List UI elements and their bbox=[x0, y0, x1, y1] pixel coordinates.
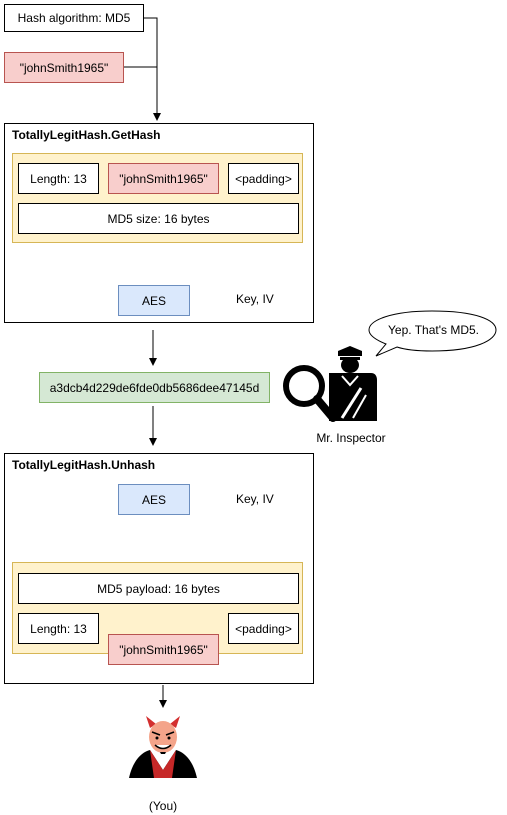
hash-algorithm-box: Hash algorithm: MD5 bbox=[4, 4, 144, 32]
inspector-label: Mr. Inspector bbox=[316, 431, 386, 445]
unhash-md5-payload-box: MD5 payload: 16 bytes bbox=[18, 573, 299, 604]
gethash-md5-size-box: MD5 size: 16 bytes bbox=[18, 203, 299, 234]
speech-bubble bbox=[368, 310, 497, 357]
connector-hash-algorithm bbox=[144, 17, 158, 67]
you-label: (You) bbox=[148, 799, 178, 813]
gethash-string-box: "johnSmith1965" bbox=[108, 163, 219, 194]
unhash-title: TotallyLegitHash.Unhash bbox=[12, 458, 156, 472]
unhash-padding-box: <padding> bbox=[228, 613, 299, 644]
unhash-string-box: "johnSmith1965" bbox=[108, 634, 219, 665]
hash-output-box: a3dcb4d229de6fde0db5686dee47145d bbox=[39, 372, 270, 403]
inspector-icon bbox=[283, 346, 377, 422]
gethash-aes-box: AES bbox=[118, 285, 190, 316]
gethash-padding-box: <padding> bbox=[228, 163, 299, 194]
input-string-box: "johnSmith1965" bbox=[4, 52, 124, 83]
devil-icon bbox=[129, 716, 197, 778]
gethash-length-box: Length: 13 bbox=[18, 163, 99, 194]
gethash-title: TotallyLegitHash.GetHash bbox=[12, 128, 161, 142]
connector-input-string bbox=[124, 66, 161, 121]
unhash-key-iv-label: Key, IV bbox=[236, 492, 274, 506]
gethash-key-iv-label: Key, IV bbox=[236, 292, 274, 306]
unhash-length-box: Length: 13 bbox=[18, 613, 99, 644]
unhash-aes-box: AES bbox=[118, 484, 190, 515]
speech-bubble-text: Yep. That's MD5. bbox=[388, 323, 480, 337]
